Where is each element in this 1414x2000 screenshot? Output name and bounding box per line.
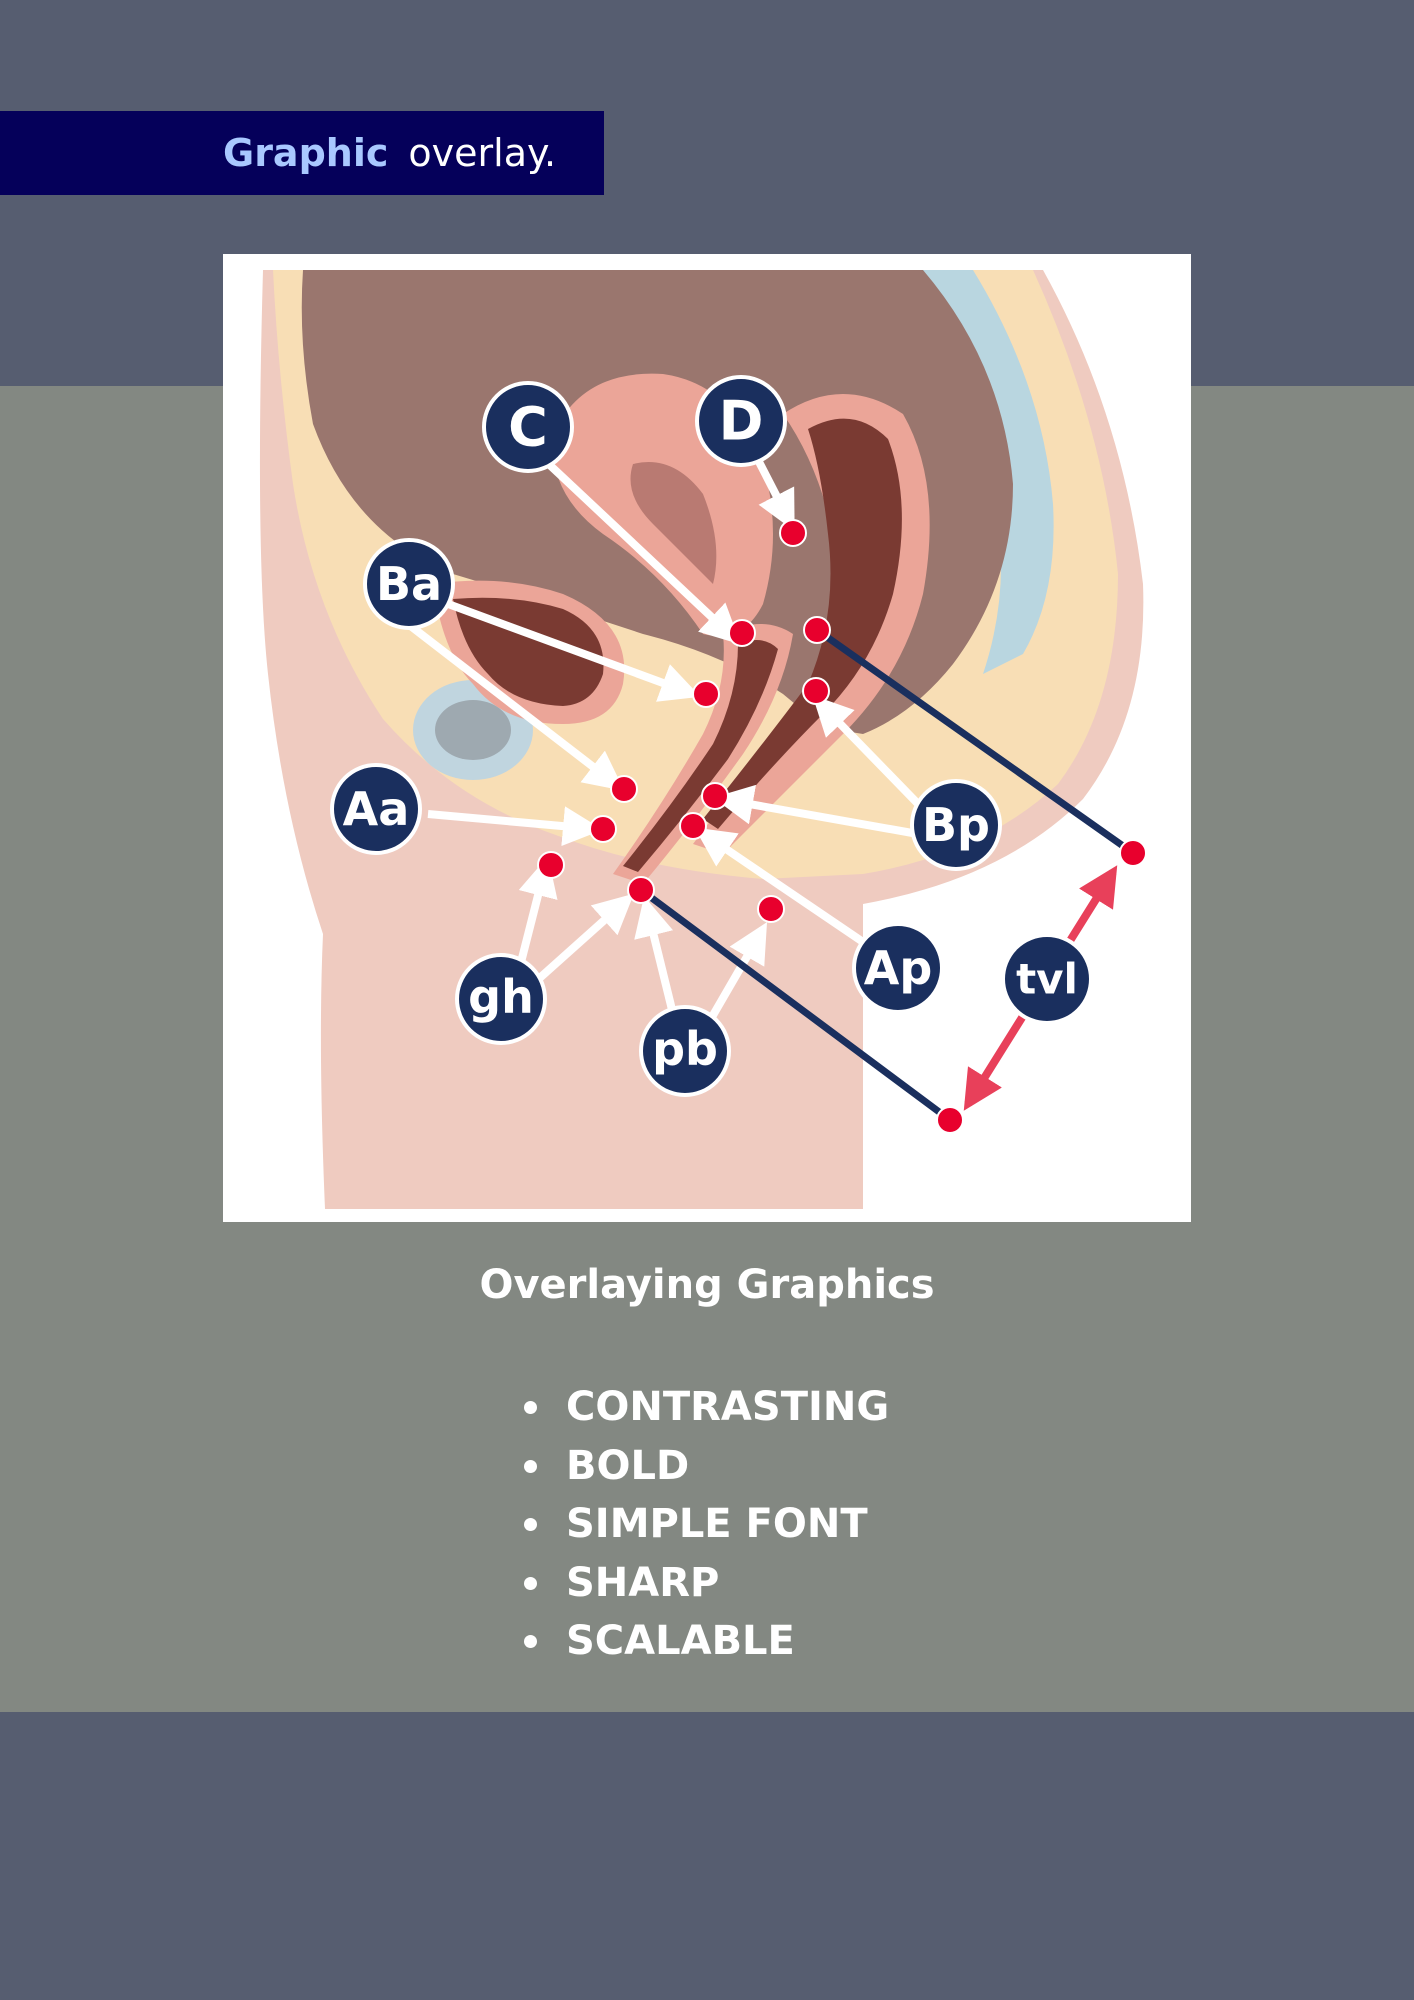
label-gh: gh	[455, 953, 547, 1045]
label-ba-text: Ba	[376, 557, 442, 611]
feature-item-label: BOLD	[566, 1442, 690, 1489]
marker-bp-lower	[701, 782, 729, 810]
marker-gh	[537, 851, 565, 879]
label-ap-text: Ap	[864, 941, 933, 995]
arrow-aa	[427, 806, 603, 847]
feature-item: CONTRASTING	[518, 1378, 889, 1437]
marker-ba-upper	[692, 680, 720, 708]
caption-title: Overlaying Graphics	[479, 1262, 935, 1308]
arrow-ba-1	[419, 590, 701, 702]
sacrum	[863, 270, 1054, 674]
label-c: C	[482, 381, 574, 473]
label-ba: Ba	[363, 538, 455, 630]
point-markers	[537, 519, 1147, 1134]
bullet-icon	[524, 1518, 537, 1531]
bullet-icon	[524, 1459, 537, 1473]
marker-pb	[757, 895, 785, 923]
bullet-icon	[524, 1576, 537, 1590]
marker-ba-lower	[610, 775, 638, 803]
label-bp: Bp	[910, 779, 1002, 871]
feature-item: BOLD	[518, 1437, 889, 1496]
bullet-icon	[524, 1635, 537, 1648]
vagina-lumen	[623, 640, 778, 872]
feature-item-label: SIMPLE FONT	[566, 1501, 868, 1547]
arrow-gh-1	[514, 856, 558, 975]
bottom-band	[0, 1712, 1414, 2000]
arrow-bp-1	[713, 784, 919, 838]
label-d-text: D	[719, 390, 764, 453]
measure-line-upper	[814, 627, 1136, 856]
label-d: D	[695, 375, 787, 467]
feature-list: CONTRASTING BOLD SIMPLE FONT SHARP SCALA…	[518, 1378, 889, 1671]
pointer-arrows	[405, 451, 926, 1039]
feature-item-label: SHARP	[566, 1559, 720, 1606]
marker-d-cervix	[803, 616, 831, 644]
arrow-c	[535, 451, 741, 645]
marker-d	[779, 519, 807, 547]
title-strong: Graphic	[223, 131, 389, 175]
label-bp-text: Bp	[922, 798, 990, 852]
point-labels: C D Ba Aa Bp	[330, 375, 1093, 1097]
label-ap: Ap	[852, 922, 944, 1014]
marker-tvl-lower	[936, 1106, 964, 1134]
label-gh-text: gh	[468, 970, 534, 1024]
label-c-text: C	[508, 396, 548, 459]
pubic-bone-core	[435, 700, 511, 760]
marker-c	[728, 619, 756, 647]
arrow-d	[751, 452, 795, 532]
arrow-bp-2	[812, 695, 926, 812]
title-rest: overlay.	[408, 131, 557, 175]
label-tvl: tvl	[1001, 933, 1093, 1025]
feature-item-label: SCALABLE	[566, 1618, 795, 1664]
bullet-icon	[524, 1401, 537, 1414]
label-tvl-text: tvl	[1016, 955, 1078, 1004]
label-pb: pb	[639, 1005, 731, 1097]
marker-bp-upper	[802, 677, 830, 705]
marker-pb-gh	[627, 876, 655, 904]
anatomy-figure: C D Ba Aa Bp	[223, 254, 1191, 1222]
anatomy-diagram: C D Ba Aa Bp	[259, 270, 1147, 1209]
feature-item: SCALABLE	[518, 1612, 889, 1671]
bladder-wall	[453, 597, 604, 706]
feature-item: SIMPLE FONT	[518, 1495, 889, 1554]
label-pb-text: pb	[652, 1022, 718, 1076]
rectum-lumen	[703, 418, 902, 829]
title-bar: Graphic overlay.	[0, 111, 604, 195]
marker-tvl-upper	[1119, 839, 1147, 867]
arrow-ba-2	[405, 620, 625, 791]
measure-line-lower	[638, 887, 953, 1123]
feature-item-label: CONTRASTING	[566, 1384, 890, 1430]
arrow-gh-2	[530, 893, 634, 987]
uterine-cavity	[630, 462, 717, 584]
label-aa-text: Aa	[343, 782, 410, 836]
feature-item: SHARP	[518, 1554, 889, 1613]
arrow-ap	[694, 827, 891, 963]
label-aa: Aa	[330, 763, 422, 855]
marker-ap	[679, 812, 707, 840]
marker-aa	[589, 815, 617, 843]
